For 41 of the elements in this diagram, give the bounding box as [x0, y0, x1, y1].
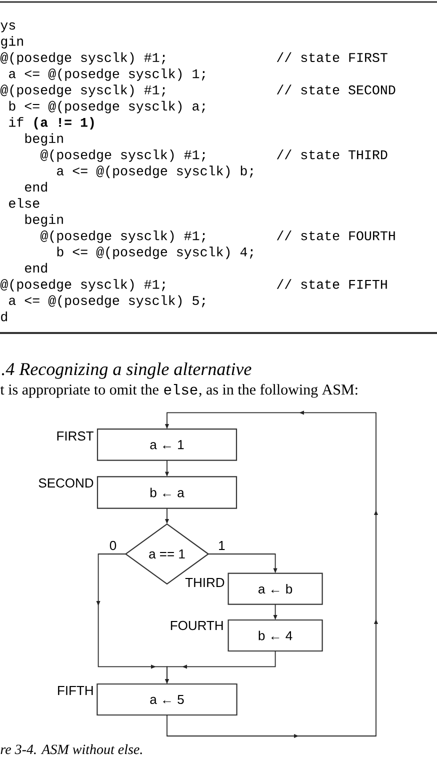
- code-comment: // state FIFTH: [276, 279, 387, 289]
- code-line: ys: [0, 22, 16, 32]
- state-box: b ← a: [96, 476, 238, 509]
- code-line: @(posedge sysclk) #1;: [0, 52, 165, 65]
- code-line: @(posedge sysclk) #1;: [40, 149, 205, 162]
- edge-label: 0: [110, 540, 116, 550]
- state-box: a ← b: [228, 572, 323, 605]
- code-comment: // state SECOND: [276, 84, 396, 94]
- section-heading: .4 Recognizing a single alternative: [2, 362, 252, 379]
- code-line: a <= @(posedge sysclk) b;: [57, 166, 253, 178]
- figure-caption: re 3-4. ASM without else.: [0, 744, 142, 754]
- code-line: if (a != 1): [9, 117, 94, 130]
- code-comment: // state FIRST: [276, 52, 388, 62]
- state-name: FIFTH: [58, 686, 93, 695]
- state-box: a ← 5: [96, 683, 238, 716]
- code-line: a <= @(posedge sysclk) 1;: [9, 68, 205, 81]
- code-line: end: [25, 262, 47, 273]
- body-text: t is appropriate to omit the: [0, 384, 158, 398]
- inline-code: else: [164, 384, 198, 395]
- code-line: b <= @(posedge sysclk) 4;: [57, 246, 253, 260]
- code-comment: // state THIRD: [276, 149, 388, 160]
- code-line: @(posedge sysclk) #1;: [0, 84, 165, 98]
- body-text: , as in the following ASM:: [199, 384, 358, 398]
- state-name: FIRST: [57, 431, 94, 441]
- code-line: @(posedge sysclk) #1;: [0, 279, 165, 292]
- code-line: gin: [1, 36, 23, 48]
- code-comment: // state FOURTH: [276, 230, 395, 240]
- code-line: begin: [25, 214, 63, 227]
- state-name: FOURTH: [170, 620, 223, 630]
- state-name: SECOND: [38, 478, 94, 488]
- state-name: THIRD: [185, 578, 224, 587]
- code-line: end: [25, 182, 47, 192]
- state-box: b ← 4: [228, 619, 323, 652]
- state-box: a ← 1: [96, 428, 238, 461]
- code-line: @(posedge sysclk) #1;: [40, 230, 205, 243]
- code-line: d: [1, 311, 7, 322]
- code-line: begin: [25, 133, 63, 146]
- code-line: a <= @(posedge sysclk) 5;: [9, 295, 205, 308]
- code-line: b <= @(posedge sysclk) a;: [9, 100, 205, 114]
- code-line: else: [9, 198, 40, 208]
- edge-label: 1: [219, 541, 225, 550]
